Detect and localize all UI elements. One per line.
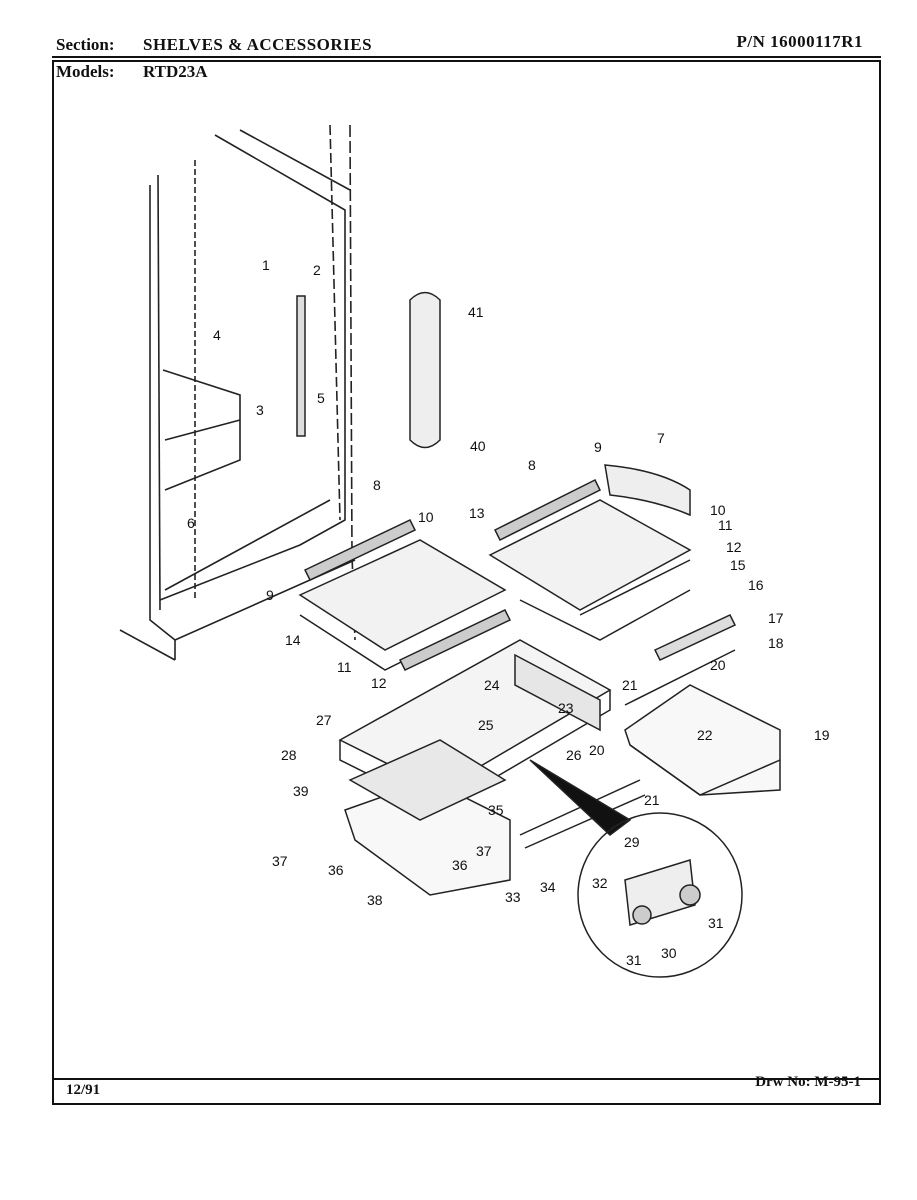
callout-label: 11 bbox=[718, 517, 733, 533]
models-label: Models: bbox=[56, 62, 115, 81]
callout-label: 23 bbox=[558, 700, 574, 716]
section-title: SHELVES & ACCESSORIES bbox=[143, 35, 373, 54]
callout-label: 29 bbox=[624, 834, 640, 850]
callout-label: 26 bbox=[566, 747, 582, 763]
callout-label: 32 bbox=[592, 875, 608, 891]
callout-label: 12 bbox=[726, 539, 742, 555]
callout-label: 24 bbox=[484, 677, 500, 693]
callout-label: 36 bbox=[452, 857, 468, 873]
callout-label: 35 bbox=[488, 802, 504, 818]
callout-label: 19 bbox=[814, 727, 830, 743]
callout-label: 8 bbox=[528, 457, 536, 473]
footer-rule bbox=[54, 1078, 879, 1080]
callout-label: 8 bbox=[373, 477, 381, 493]
callout-label: 6 bbox=[187, 515, 195, 531]
callout-label: 21 bbox=[644, 792, 660, 808]
callout-label: 31 bbox=[708, 915, 724, 931]
callout-label: 25 bbox=[478, 717, 494, 733]
callout-label: 20 bbox=[710, 657, 726, 673]
callout-label: 37 bbox=[476, 843, 492, 859]
callout-label: 30 bbox=[661, 945, 677, 961]
diagram-frame bbox=[52, 60, 881, 1105]
revision-date: 12/91 bbox=[66, 1082, 101, 1098]
shelf-components bbox=[296, 291, 781, 978]
callout-label: 27 bbox=[316, 712, 332, 728]
callout-label: 39 bbox=[293, 783, 309, 799]
callout-label: 3 bbox=[256, 402, 264, 418]
callout-label: 34 bbox=[540, 879, 556, 895]
callout-label: 31 bbox=[626, 952, 642, 968]
callout-label: 9 bbox=[266, 587, 274, 603]
callout-label: 21 bbox=[622, 677, 638, 693]
callout-label: 7 bbox=[657, 430, 665, 446]
callout-label: 17 bbox=[768, 610, 784, 626]
callout-label: 36 bbox=[328, 862, 344, 878]
callout-label: 11 bbox=[337, 659, 352, 675]
callout-label: 14 bbox=[285, 632, 301, 648]
callout-label: 38 bbox=[367, 892, 383, 908]
part-number: P/N 16000117R1 bbox=[736, 32, 863, 51]
callout-label: 28 bbox=[281, 747, 297, 763]
callout-label: 22 bbox=[697, 727, 713, 743]
header-rule bbox=[52, 56, 881, 58]
callout-label: 2 bbox=[313, 262, 321, 278]
callout-label: 40 bbox=[470, 438, 486, 454]
drawing-number: Drw No: M-95-1 bbox=[755, 1074, 861, 1090]
section-label: Section: bbox=[56, 35, 115, 54]
callout-label: 15 bbox=[730, 557, 746, 573]
callout-label: 12 bbox=[371, 675, 387, 691]
callout-label: 4 bbox=[213, 327, 221, 343]
callout-label: 20 bbox=[589, 742, 605, 758]
callout-label: 41 bbox=[468, 304, 484, 320]
callout-label: 18 bbox=[768, 635, 784, 651]
callout-label: 37 bbox=[272, 853, 288, 869]
callout-label: 5 bbox=[317, 390, 325, 406]
callout-label: 10 bbox=[710, 502, 726, 518]
callout-label: 13 bbox=[469, 505, 485, 521]
callout-label: 33 bbox=[505, 889, 521, 905]
models-value: RTD23A bbox=[143, 62, 208, 81]
callout-label: 1 bbox=[262, 257, 270, 273]
callout-label: 10 bbox=[418, 509, 434, 525]
callout-label: 9 bbox=[594, 439, 602, 455]
callout-label: 16 bbox=[748, 577, 764, 593]
